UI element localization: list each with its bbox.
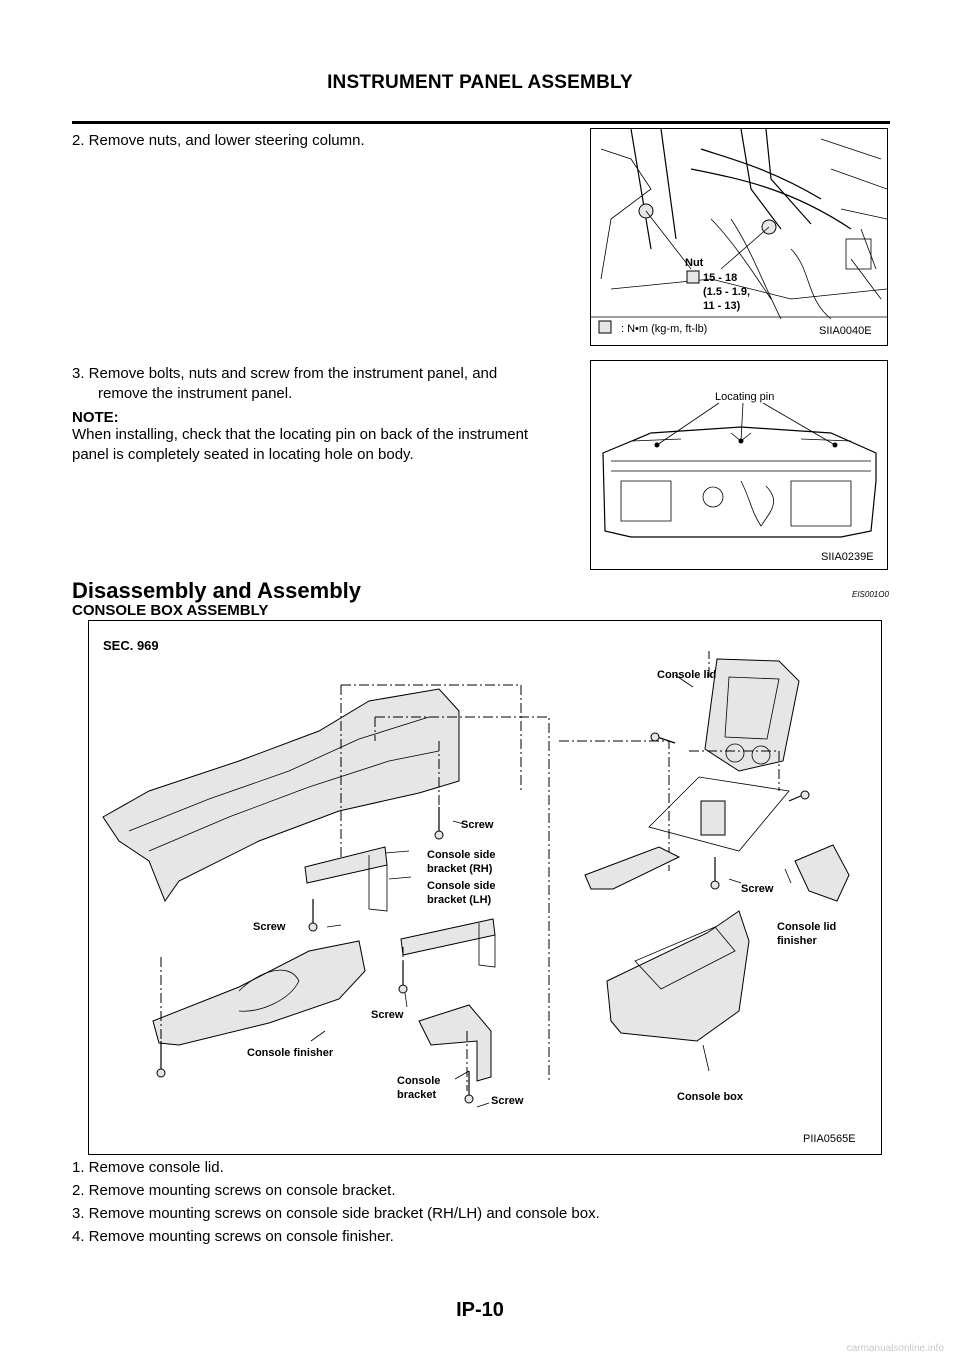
label-torque-2: (1.5 - 1.9, xyxy=(703,286,751,298)
console-step-4: 4. Remove mounting screws on console fin… xyxy=(72,1228,394,1245)
step-3-text: 3. Remove bolts, nuts and screw from the… xyxy=(72,365,498,382)
label-console-box: Console box xyxy=(677,1091,744,1103)
label-torque-unit: : N•m (kg-m, ft-lb) xyxy=(621,323,708,335)
console-step-3: 3. Remove mounting screws on console sid… xyxy=(72,1205,600,1222)
console-base xyxy=(102,688,460,903)
console-finisher xyxy=(152,940,366,1046)
label-console-lid: Console lid xyxy=(657,669,717,681)
figure-id-piia0565e: PIIA0565E xyxy=(803,1133,856,1145)
console-lid-finisher xyxy=(794,844,850,902)
note-text-line-1: When installing, check that the locating… xyxy=(72,426,529,443)
screw-icon-5 xyxy=(464,1071,474,1104)
figure-id-siia0239e: SIIA0239E xyxy=(821,551,874,563)
step-2-text: 2. Remove nuts, and lower steering colum… xyxy=(72,132,365,149)
figure-console-box-assembly: SEC. 969 Console lid Screw Console side … xyxy=(88,620,882,1155)
label-console-bracket-1: Console xyxy=(397,1075,441,1087)
label-side-bracket-lh-1: Console side xyxy=(427,880,496,892)
label-side-bracket-lh-2: bracket (LH) xyxy=(427,894,492,906)
footer-watermark[interactable]: carmanualsonline.info xyxy=(846,1343,944,1354)
label-screw-d: Screw xyxy=(741,883,774,895)
label-locating-pin: Locating pin xyxy=(715,391,775,403)
figure-id-siia0040e: SIIA0040E xyxy=(819,325,872,337)
label-console-bracket-2: bracket xyxy=(397,1089,437,1101)
note-label: NOTE: xyxy=(72,409,119,426)
label-torque-1: 15 - 18 xyxy=(703,272,738,284)
steering-column-illustration xyxy=(591,129,887,334)
screw-icon-3 xyxy=(398,961,408,994)
note-text-line-2: panel is completely seated in locating h… xyxy=(72,446,414,463)
label-side-bracket-rh-2: bracket (RH) xyxy=(427,863,493,875)
console-step-1: 1. Remove console lid. xyxy=(72,1159,224,1176)
screw-icon-2 xyxy=(308,899,318,932)
screw-icon-1 xyxy=(434,807,444,840)
page-header-title: INSTRUMENT PANEL ASSEMBLY xyxy=(327,72,633,93)
console-exploded-view xyxy=(102,651,850,1108)
console-step-2: 2. Remove mounting screws on console bra… xyxy=(72,1182,396,1199)
label-screw-e: Screw xyxy=(491,1095,524,1107)
figure-steering-column: Nut 15 - 18 (1.5 - 1.9, 11 - 13) : N•m (… xyxy=(590,128,888,346)
side-bracket-rh xyxy=(304,846,388,884)
figure-locating-pin: Locating pin SIIA0239E xyxy=(590,360,888,570)
page-number: IP-10 xyxy=(456,1299,504,1321)
screw-icon-7 xyxy=(650,732,676,744)
label-console-finisher: Console finisher xyxy=(247,1047,334,1059)
step-3-text-cont: remove the instrument panel. xyxy=(98,385,293,402)
console-box xyxy=(606,910,750,1042)
section-code: EIS001O0 xyxy=(852,590,889,599)
screw-icon-8 xyxy=(788,790,810,802)
label-screw-b: Screw xyxy=(253,921,286,933)
label-side-bracket-rh-1: Console side xyxy=(427,849,496,861)
label-lid-finisher-2: finisher xyxy=(777,935,817,947)
subsection-title: CONSOLE BOX ASSEMBLY xyxy=(72,602,269,619)
console-bracket xyxy=(418,1004,492,1082)
label-nut: Nut xyxy=(685,257,704,269)
header-rule xyxy=(72,121,890,124)
section-title: Disassembly and Assembly xyxy=(72,578,361,603)
label-screw-a: Screw xyxy=(461,819,494,831)
console-lid-tray xyxy=(584,846,681,890)
label-screw-c: Screw xyxy=(371,1009,404,1021)
torque-wrench-icon-2 xyxy=(686,270,700,284)
screw-icon-6 xyxy=(710,857,720,890)
label-torque-3: 11 - 13) xyxy=(703,300,741,312)
torque-wrench-icon xyxy=(598,320,612,334)
instrument-panel-illustration xyxy=(602,402,877,538)
screw-icon-4 xyxy=(156,1041,166,1078)
side-bracket-lh xyxy=(400,918,496,956)
label-sec-969: SEC. 969 xyxy=(103,638,159,653)
label-lid-finisher-1: Console lid xyxy=(777,921,837,933)
